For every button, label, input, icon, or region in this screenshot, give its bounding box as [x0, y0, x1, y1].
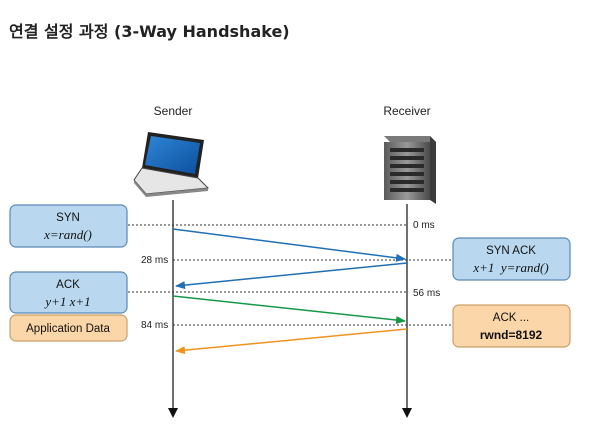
time-label-84ms: 84 ms — [141, 320, 168, 331]
syn-ack-detail: x+1 y=rand() — [472, 260, 548, 275]
sender-label: Sender — [154, 104, 193, 118]
ack-arrow — [172, 295, 406, 325]
time-label-56ms: 56 ms — [413, 288, 440, 299]
receiver-label: Receiver — [383, 104, 430, 118]
server-icon — [384, 136, 436, 204]
syn-arrow — [172, 228, 406, 262]
time-label-28ms: 28 ms — [141, 255, 168, 266]
sender-lifeline-arrowhead — [168, 408, 178, 418]
ack-rwnd-box: ACK ... rwnd=8192 — [452, 304, 571, 348]
receiver-lifeline-arrowhead — [402, 408, 412, 418]
ack-rwnd-label: ACK ... — [493, 312, 529, 324]
ack-label: ACK — [56, 279, 80, 291]
ack-detail: y+1 x+1 — [43, 294, 90, 309]
syn-box: SYN x=rand() — [9, 204, 128, 248]
syn-detail: x=rand() — [43, 227, 92, 242]
laptop-icon — [133, 132, 210, 197]
syn-label: SYN — [56, 212, 80, 224]
page-title: 연결 설정 과정 (3-Way Handshake) — [9, 22, 290, 41]
syn-ack-box: SYN ACK x+1 y=rand() — [452, 237, 571, 281]
application-data-box: Application Data — [9, 314, 128, 342]
ack-box: ACK y+1 x+1 — [9, 271, 128, 314]
syn-ack-arrow — [175, 262, 408, 290]
ack-rwnd-detail: rwnd=8192 — [480, 328, 543, 342]
syn-ack-label: SYN ACK — [486, 245, 536, 257]
application-data-label: Application Data — [26, 323, 110, 335]
ack-rwnd-arrow — [175, 328, 408, 355]
time-label-0ms: 0 ms — [413, 220, 435, 231]
